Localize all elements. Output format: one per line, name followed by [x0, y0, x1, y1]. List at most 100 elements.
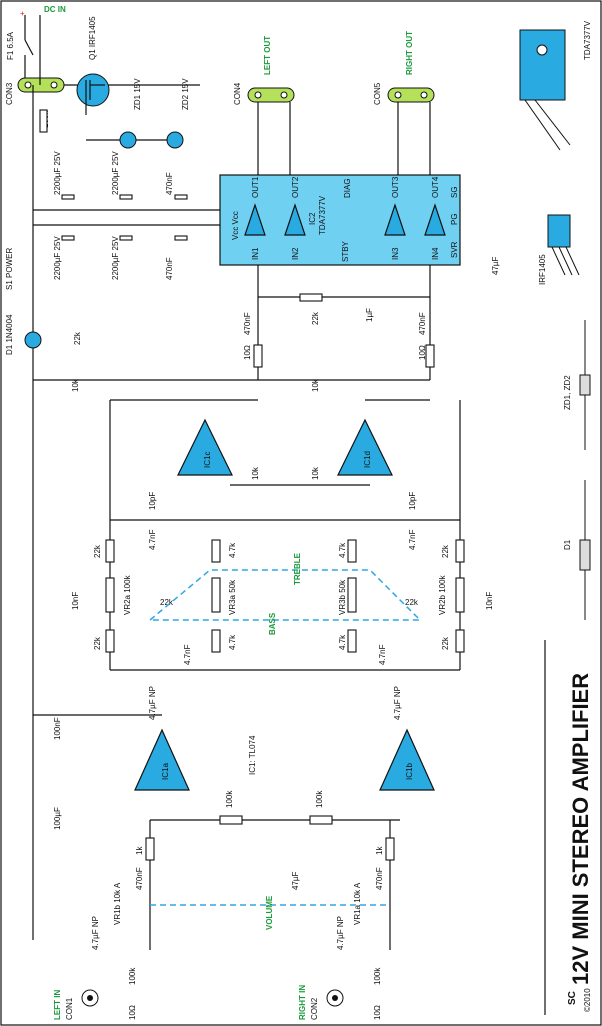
zd2-label: ZD2 15V [181, 78, 190, 110]
r10k-tone-l: 10k [251, 466, 260, 480]
fuse-label: F1 6.5A [6, 31, 15, 60]
r10k-tone-r: 10k [311, 466, 320, 480]
pin-out4: OUT4 [431, 176, 440, 198]
c100n-supply: 100nF [53, 717, 62, 740]
c4u7np-l: 4.7µF NP [148, 686, 157, 720]
zener-diodes: ZD1 15V ZD2 15V [86, 78, 190, 149]
pin-sg: SG [450, 186, 459, 198]
r1k-r: 1k [375, 846, 384, 855]
d1-label: D1 1N4004 [5, 314, 14, 355]
con4-label: CON4 [233, 82, 242, 105]
c2200-1: 2200µF 25V [53, 151, 62, 195]
copyright-year: ©2010 [583, 988, 592, 1012]
r22k-mid-r: 22k [405, 598, 419, 607]
right-out-label: RIGHT OUT [405, 31, 414, 75]
vr2b-label: VR2b 100k [438, 574, 447, 615]
pin-out2: OUT2 [291, 176, 300, 198]
c4u7np-in-l: 4.7µF NP [91, 916, 100, 950]
left-out-label: LEFT OUT [263, 36, 272, 75]
r100k-in-l: 100k [128, 967, 137, 985]
pin-stby: STBY [341, 240, 350, 262]
input-stage: IC1a IC1b IC1: TL074 4.7µF NP 4.7µF NP 1… [33, 686, 435, 950]
ic1d-label: IC1d [363, 451, 372, 468]
ic2-part: TDA7377V [318, 195, 327, 235]
con1-label: CON1 [65, 997, 74, 1020]
r22k-bias: 22k [73, 331, 82, 345]
output-connectors: CON4 LEFT OUT CON5 RIGHT OUT [233, 31, 435, 175]
c4n7-top-r: 4.7nF [408, 529, 417, 550]
ic1c-label: IC1c [203, 452, 212, 468]
c470n-in-l: 470nF [135, 867, 144, 890]
package-drawings: TDA7377V IRF1405 ZD1, ZD2 D1 [519, 20, 592, 620]
main-title: 12V MINI STEREO AMPLIFIER [568, 673, 593, 985]
ic2-name: IC2 [308, 212, 317, 225]
r100k-b1: 100k [225, 790, 234, 808]
r4k7-t3: 4.7k [338, 542, 347, 558]
brand-logo: SC [567, 991, 578, 1005]
r22k-t3: 22k [441, 544, 450, 558]
r22k-t4: 22k [441, 636, 450, 650]
r22k-stby: 22k [311, 311, 320, 325]
irf-pkg-label: IRF1405 [538, 254, 547, 285]
r10-left: 10Ω [243, 345, 252, 360]
pin-in1: IN1 [251, 247, 260, 260]
volume-label: VOLUME [265, 895, 274, 930]
c10n-r: 10nF [485, 592, 494, 610]
ic1b-label: IC1b [405, 763, 414, 780]
left-in-label: LEFT IN [53, 990, 62, 1020]
power-input: + DC IN F1 6.5A CON3 [5, 5, 200, 105]
r100k-in-r: 100k [373, 967, 382, 985]
r1k-l: 1k [135, 846, 144, 855]
con3-label: CON3 [5, 82, 14, 105]
c470n-in1: 470nF [243, 312, 252, 335]
con2-label: CON2 [310, 997, 319, 1020]
vr3a-label: VR3a 50k [228, 579, 237, 615]
r22k-t1: 22k [93, 544, 102, 558]
bass-label: BASS [268, 612, 277, 635]
c10p-r: 10pF [408, 492, 417, 510]
c4n7-bot-l: 4.7nF [183, 644, 192, 665]
power-switch-label: S1 POWER [5, 248, 14, 290]
pin-vcc: Vcc Vcc [231, 211, 240, 240]
c470n-in4: 470nF [418, 312, 427, 335]
pin-diag: DIAG [343, 178, 352, 198]
tone-stage: IC1c IC1d 10k 10k 10pF 10pF 4.7nF 4.7nF [109, 399, 461, 670]
r4k7-t2: 4.7k [228, 634, 237, 650]
pin-out3: OUT3 [391, 176, 400, 198]
c10n-l: 10nF [71, 592, 80, 610]
r22k-mid-l: 22k [160, 598, 174, 607]
q1-label: Q1 IRF1405 [88, 16, 97, 60]
c4u7np-r: 4.7µF NP [393, 686, 402, 720]
zd1-label: ZD1 15V [133, 78, 142, 110]
c2200-2: 2200µF 25V [111, 151, 120, 195]
pin-out1: OUT1 [251, 176, 260, 198]
c10p-l: 10pF [148, 492, 157, 510]
vr1b-label: VR1b 10k A [113, 882, 122, 925]
vr3b-label: VR3b 50k [338, 579, 347, 615]
c470n-2: 470nF [165, 257, 174, 280]
con5-label: CON5 [373, 82, 382, 105]
pin-in2: IN2 [291, 247, 300, 260]
r10k-bias1: 10k [71, 378, 80, 392]
pin-in3: IN3 [391, 247, 400, 260]
c4u7np-in-r: 4.7µF NP [336, 916, 345, 950]
zd-pkg-label: ZD1, ZD2 [563, 375, 572, 410]
c2200-4: 2200µF 25V [111, 236, 120, 280]
supply-capacitors: 2200µF 25V 2200µF 25V 470nF 2200µF 25V 2… [33, 151, 240, 280]
r4k7-t4: 4.7k [338, 634, 347, 650]
c4n7-bot-r: 4.7nF [378, 644, 387, 665]
r10-in-r: 10Ω [373, 1005, 382, 1020]
c4n7-top-l: 4.7nF [148, 529, 157, 550]
c47u-bias: 47µF [291, 871, 300, 890]
pin-svr: SVR [450, 241, 459, 258]
c47u-svr: 47µF [491, 256, 500, 275]
c100u-supply: 100µF [53, 807, 62, 830]
r22k-t2: 22k [93, 636, 102, 650]
vr2a-label: VR2a 100k [123, 574, 132, 615]
c470n-in-r: 470nF [375, 867, 384, 890]
r10-right: 10Ω [418, 345, 427, 360]
input-connectors: LEFT IN CON1 RIGHT IN CON2 4.7µF NP 4.7µ… [53, 916, 382, 1020]
pin-in4: IN4 [431, 247, 440, 260]
